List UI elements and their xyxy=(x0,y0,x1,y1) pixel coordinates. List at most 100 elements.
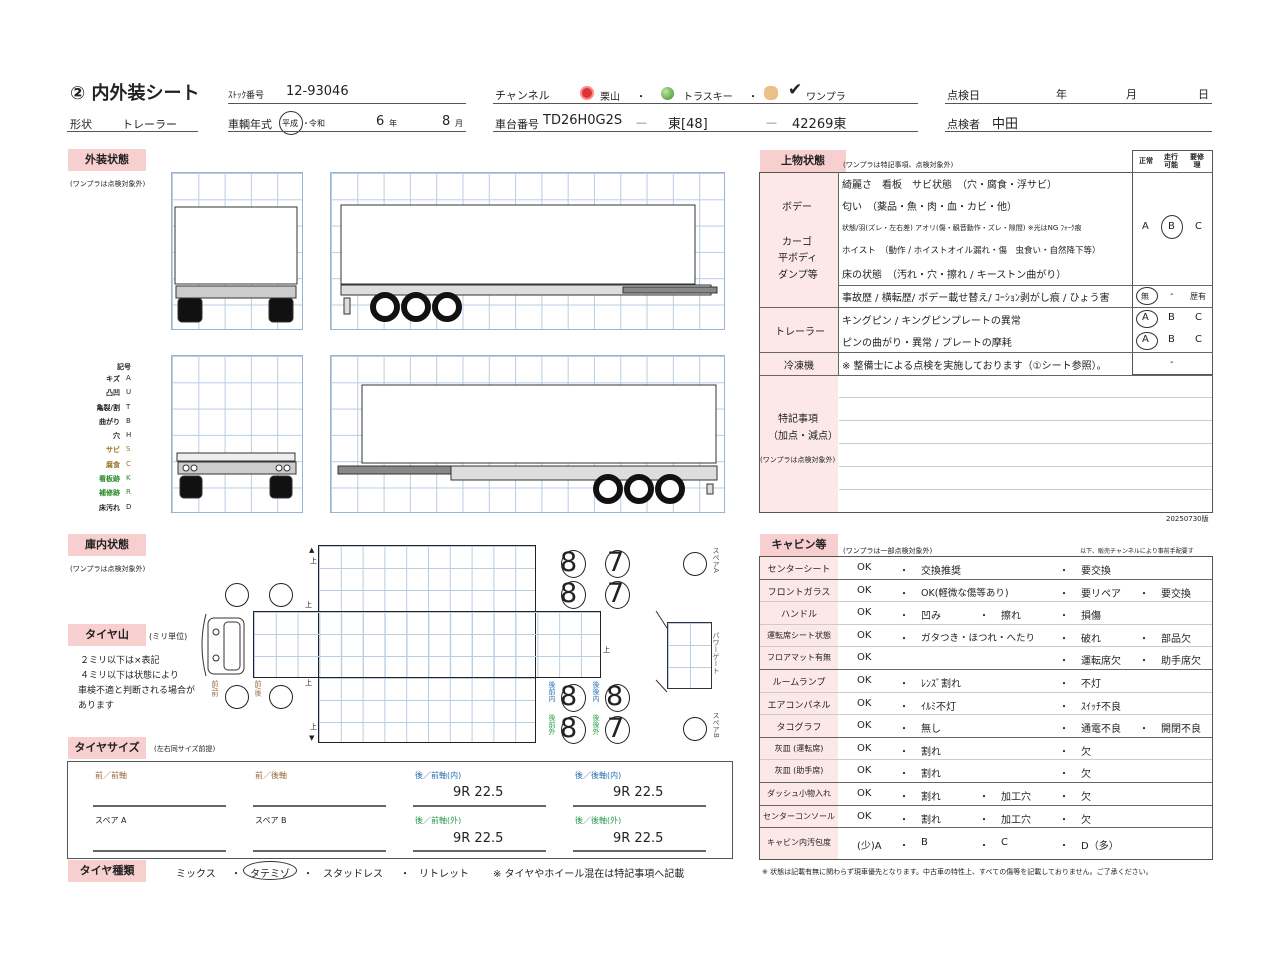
cabin-option[interactable]: 割れ xyxy=(921,814,941,826)
interior-note: (ワンプラは点検対象外) xyxy=(70,565,146,573)
cabin-option[interactable]: 要リペア xyxy=(1081,588,1121,600)
cabin-option[interactable]: B xyxy=(921,837,928,849)
grade-a-selected[interactable]: A xyxy=(1142,334,1149,345)
wall-grid[interactable] xyxy=(253,611,601,678)
cabin-option[interactable]: 加工穴 xyxy=(1001,791,1031,803)
cabin-option[interactable]: 欠 xyxy=(1081,746,1091,758)
cabin-option[interactable]: 部品欠 xyxy=(1161,633,1191,645)
cabin-option[interactable]: D（多） xyxy=(1081,841,1119,853)
cabin-option[interactable]: 擦れ xyxy=(1001,611,1021,623)
accident-dash[interactable]: - xyxy=(1170,289,1174,300)
era-heisei: 平成 xyxy=(282,119,298,128)
tire-type-mix[interactable]: ミックス xyxy=(176,869,216,880)
cabin-option[interactable]: 不灯 xyxy=(1081,678,1101,690)
cabin-option[interactable]: 助手席欠 xyxy=(1161,656,1201,668)
cabin-option[interactable]: OK xyxy=(857,584,872,596)
cabin-option[interactable]: 通電不良 xyxy=(1081,724,1121,736)
tire-spare-a[interactable] xyxy=(683,552,707,576)
tire-type-rib-selected[interactable]: タテミゾ xyxy=(250,869,290,880)
cabin-option[interactable]: ﾚﾝｽﾞ割れ xyxy=(921,678,961,690)
tire-front-front-left[interactable] xyxy=(225,583,249,607)
cabin-option[interactable]: OK xyxy=(857,629,872,641)
accident-yes[interactable]: 歴有 xyxy=(1190,292,1206,301)
page-title: ② 内外装シート xyxy=(70,83,200,104)
tire-front-front-right[interactable] xyxy=(225,685,249,709)
truck-cab-icon xyxy=(201,613,245,677)
cabin-option[interactable]: 破れ xyxy=(1081,633,1101,645)
grade-b[interactable]: B xyxy=(1168,312,1175,323)
cabin-option[interactable]: OK xyxy=(857,674,872,686)
cabin-option[interactable]: 凹み xyxy=(921,611,941,623)
chassis-number: TD26H0G2S xyxy=(543,113,623,128)
separator: ・ xyxy=(1059,678,1069,690)
cabin-option[interactable]: OK xyxy=(857,562,872,573)
cabin-option[interactable]: OK xyxy=(857,765,872,777)
tire-size-label: 後／前軸(内) xyxy=(415,771,462,780)
cabin-option[interactable]: 交換推奨 xyxy=(921,566,961,577)
cabin-note: (ワンプラは一部点検対象外) xyxy=(843,547,933,555)
month-unit: 月 xyxy=(455,119,463,128)
cabin-option[interactable]: 割れ xyxy=(921,769,941,781)
cabin-option[interactable]: 開閉不良 xyxy=(1161,724,1201,736)
cabin-option[interactable]: 欠 xyxy=(1081,814,1091,826)
cabin-option[interactable]: 損傷 xyxy=(1081,611,1101,623)
legend-symbol: D xyxy=(126,502,132,511)
tire-size-label: 後／後軸(内) xyxy=(575,771,622,780)
cabin-option[interactable]: 割れ xyxy=(921,746,941,758)
cabin-option[interactable]: OK(軽微な傷等あり) xyxy=(921,587,1009,599)
tire-front-rear-right[interactable] xyxy=(269,685,293,709)
cabin-option[interactable]: 加工穴 xyxy=(1001,814,1031,826)
cabin-option[interactable]: OK xyxy=(857,607,872,619)
grade-a-selected[interactable]: A xyxy=(1142,312,1149,323)
cabin-option[interactable]: ｽｲｯﾁ不良 xyxy=(1081,701,1121,713)
cabin-option[interactable]: C xyxy=(1001,837,1008,849)
cabin-option[interactable]: 無し xyxy=(921,724,941,736)
label-spare-a: スペアA xyxy=(712,547,720,573)
separator: ・ xyxy=(1059,656,1069,668)
tire-size-value[interactable]: 9R 22.5 xyxy=(453,785,504,800)
tire-type-retread[interactable]: リトレット xyxy=(419,869,469,880)
tire-size-value[interactable]: 9R 22.5 xyxy=(613,831,664,846)
grade-c[interactable]: C xyxy=(1195,221,1202,232)
cabin-option[interactable]: ガタつき・ほつれ・へたり xyxy=(921,632,1036,644)
cabin-option[interactable]: 欠 xyxy=(1081,791,1091,803)
separator: ・ xyxy=(899,701,909,713)
cabin-option[interactable]: OK xyxy=(857,742,872,754)
remarks-input[interactable] xyxy=(839,380,1211,510)
grade-b[interactable]: B xyxy=(1168,334,1175,345)
label-rear-front-outer: 後前外 xyxy=(548,714,556,735)
tire-size-value[interactable]: 9R 22.5 xyxy=(453,831,504,846)
cabin-item-name: ルームランプ xyxy=(772,677,826,688)
grade-c[interactable]: C xyxy=(1195,312,1202,323)
cabin-option[interactable]: OK xyxy=(857,697,872,709)
cabin-option[interactable]: OK xyxy=(857,652,872,664)
cabin-option[interactable]: (少)A xyxy=(857,841,882,853)
grade-b-selected[interactable]: B xyxy=(1168,221,1175,232)
legend-key: キズ xyxy=(106,375,120,383)
cabin-option[interactable]: 割れ xyxy=(921,791,941,803)
tire-note: 車検不適と判断される場合が xyxy=(78,686,196,696)
cabin-option[interactable]: ｲﾙﾐ不灯 xyxy=(921,701,956,713)
cabin-option[interactable]: 欠 xyxy=(1081,769,1091,781)
cabin-option[interactable]: 要交換 xyxy=(1161,588,1191,600)
separator: ・ xyxy=(1059,633,1069,645)
cabin-option[interactable]: OK xyxy=(857,810,872,822)
legend-key: 穴 xyxy=(113,432,120,441)
grade-c[interactable]: C xyxy=(1195,334,1202,345)
tire-spare-b[interactable] xyxy=(683,717,707,741)
power-gate-grid[interactable] xyxy=(667,622,712,689)
accident-none-selected[interactable]: 無 xyxy=(1141,292,1149,301)
tire-front-rear-left[interactable] xyxy=(269,583,293,607)
tire-type-studless[interactable]: スタッドレス xyxy=(323,869,383,880)
cabin-option[interactable]: OK xyxy=(857,720,872,732)
cabin-option[interactable]: 要交換 xyxy=(1081,566,1111,577)
cabin-option[interactable]: OK xyxy=(857,787,872,799)
up-arrow-icon: ▲ xyxy=(309,546,315,554)
tire-size-value[interactable]: 9R 22.5 xyxy=(613,785,664,800)
label-rear-rear-inner: 後後内 xyxy=(592,681,600,702)
grade-a[interactable]: A xyxy=(1142,221,1149,232)
cabin-option[interactable]: 運転席欠 xyxy=(1081,656,1121,668)
down-arrow-icon: ▼ xyxy=(309,734,315,742)
up-label: 上 xyxy=(305,601,312,609)
